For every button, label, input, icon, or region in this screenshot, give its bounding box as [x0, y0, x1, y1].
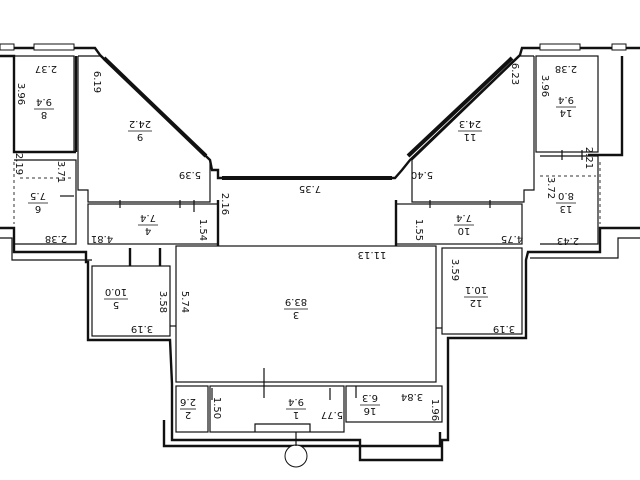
- dimension: 2.21: [583, 147, 594, 169]
- dimension: 1.55: [413, 219, 424, 241]
- dimension: 3.84: [401, 391, 423, 402]
- dashed-lines: [13, 162, 601, 224]
- dimension: 3.96: [539, 75, 550, 97]
- room-number: 8: [41, 109, 47, 120]
- room-number: 1: [293, 409, 299, 420]
- room-area: 24.2: [129, 118, 151, 129]
- room-number: 4: [145, 225, 151, 236]
- room-area: 7.5: [30, 190, 46, 201]
- room-area: 8.0: [558, 190, 574, 201]
- room-number: 6: [35, 203, 41, 214]
- dimension: 2.16: [219, 193, 230, 215]
- dimension: 1.96: [429, 399, 440, 421]
- dimension: 4.81: [91, 233, 113, 244]
- room-number: 11: [464, 131, 477, 142]
- room-area: 83.9: [285, 296, 307, 307]
- dimension: 2.19: [13, 153, 24, 175]
- dimension: 7.35: [299, 183, 321, 194]
- room-number: 14: [560, 107, 573, 118]
- dimension: 4.75: [501, 233, 523, 244]
- dimension: 3.59: [449, 259, 460, 281]
- room-number: 13: [560, 203, 573, 214]
- right-wing: [394, 55, 599, 335]
- room-number: 10: [458, 225, 471, 236]
- room-area: 24.3: [459, 118, 481, 129]
- dimension-labels: 2.37 3.96 6.19 2.19 3.71 5.39 2.16 7.35 …: [13, 63, 594, 421]
- room-area: 2.6: [180, 396, 196, 407]
- room-number: 12: [470, 297, 483, 308]
- outer-walls: [0, 46, 640, 462]
- dimension: 2.37: [35, 63, 57, 74]
- dimension: 6.23: [509, 63, 520, 85]
- dimension: 5.77: [321, 409, 343, 420]
- door-ticks: [60, 150, 583, 400]
- room-area: 7.4: [140, 212, 156, 223]
- dimension: 11.13: [358, 249, 387, 260]
- room-number: 16: [364, 405, 377, 416]
- room-area: 10.0: [105, 286, 127, 297]
- dimension: 3.71: [55, 161, 66, 183]
- room-number: 5: [113, 299, 119, 310]
- dimension: 3.58: [157, 291, 168, 313]
- room-area: 9.4: [288, 396, 304, 407]
- dimension: 3.19: [131, 323, 153, 334]
- room-area: 7.4: [456, 212, 472, 223]
- room-labels: 8 9.4 9 24.2 6 7.5 4 7.4 5 10.0: [28, 94, 576, 420]
- dimension: 1.50: [211, 397, 222, 419]
- dimension: 2.38: [45, 233, 67, 244]
- room-area: 6.3: [362, 392, 378, 403]
- dimension: 3.19: [493, 323, 515, 334]
- dimension: 3.72: [545, 177, 556, 199]
- dimension: 3.96: [15, 83, 26, 105]
- room-number: 2: [185, 409, 191, 420]
- room-area: 9.4: [36, 96, 52, 107]
- dimension: 5.40: [411, 169, 433, 180]
- room-number: 3: [293, 309, 299, 320]
- room-area: 9.4: [558, 94, 574, 105]
- dimension: 5.39: [179, 169, 201, 180]
- dimension: 5.74: [179, 291, 190, 313]
- room-number: 9: [137, 131, 143, 142]
- room-area: 10.1: [465, 284, 487, 295]
- dimension: 6.19: [91, 71, 102, 93]
- dimension: 1.54: [197, 219, 208, 241]
- dimension: 2.43: [557, 235, 579, 246]
- dimension: 2.38: [555, 63, 577, 74]
- windows: [0, 43, 627, 180]
- drain-icon: [284, 444, 308, 468]
